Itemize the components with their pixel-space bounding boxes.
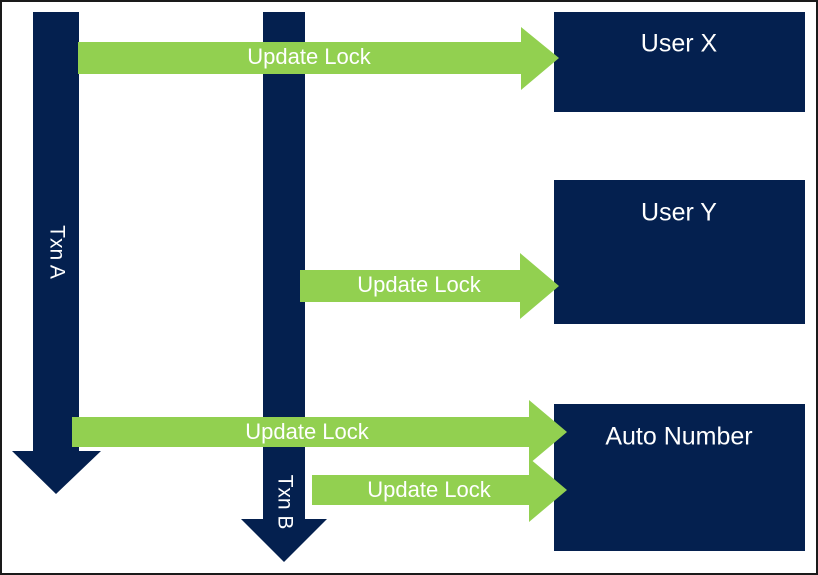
txn-a-arrow-shape — [12, 12, 101, 494]
lock-arrow-2[interactable]: Update Lock — [300, 253, 559, 319]
txn-b-arrow[interactable]: Txn B — [241, 12, 327, 562]
lock-arrow-4[interactable]: Update Lock — [312, 458, 567, 522]
resource-box-user-x[interactable]: User X — [554, 12, 805, 112]
txn-a-label: Txn A — [45, 225, 68, 279]
user-y-label: User Y — [641, 199, 717, 227]
lock-arrow-4-shape — [312, 458, 567, 522]
txn-b-label: Txn B — [273, 475, 296, 530]
txn-b-arrow-shape — [241, 12, 327, 562]
auto-number-label: Auto Number — [605, 423, 752, 451]
lock-arrow-3-label: Update Lock — [245, 419, 370, 444]
resource-box-user-y[interactable]: User Y — [554, 180, 805, 324]
lock-arrow-1[interactable]: Update Lock — [78, 27, 559, 90]
auto-number-box-shape — [554, 404, 805, 551]
lock-arrow-2-shape — [300, 253, 559, 319]
lock-arrow-2-label: Update Lock — [357, 272, 482, 297]
user-y-box-shape — [554, 180, 805, 324]
lock-arrow-1-label: Update Lock — [247, 44, 372, 69]
lock-arrow-4-label: Update Lock — [367, 477, 492, 502]
user-x-label: User X — [641, 30, 718, 58]
resource-box-auto-number[interactable]: Auto Number — [554, 404, 805, 551]
lock-arrow-3[interactable]: Update Lock — [72, 400, 567, 464]
lock-arrow-1-shape — [78, 27, 559, 90]
txn-a-arrow[interactable]: Txn A — [12, 12, 101, 494]
lock-arrow-3-shape — [72, 400, 567, 464]
user-x-box-shape — [554, 12, 805, 112]
